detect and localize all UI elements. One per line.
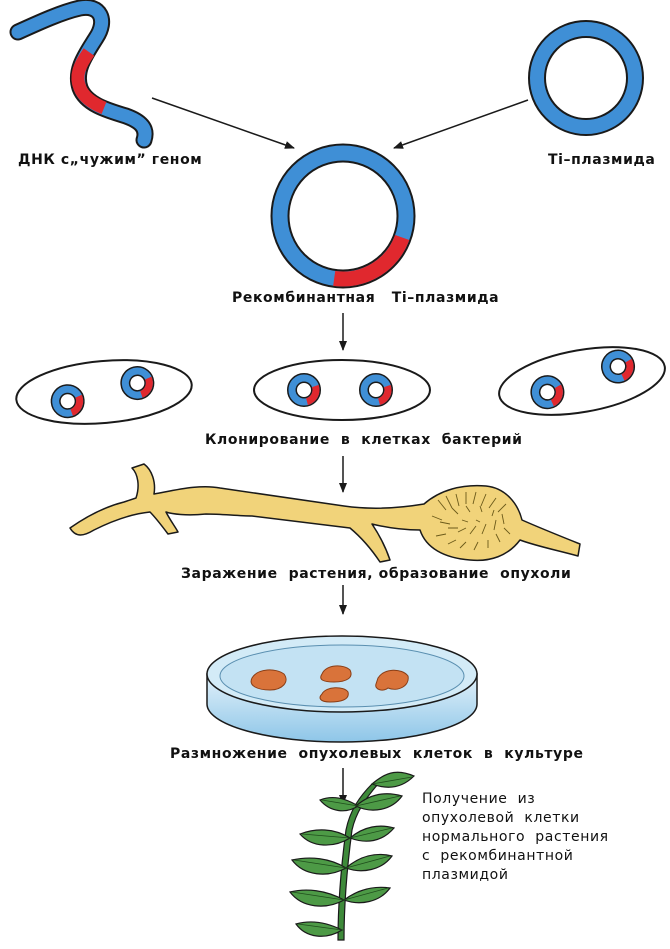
plant-label-line: Получение из <box>422 790 622 809</box>
arrow-dna-to-recombinant <box>152 98 294 148</box>
ti-plasmid-label: Ti–плазмида <box>548 152 655 168</box>
bacterium-cell <box>254 360 430 420</box>
inserted-gene-segment <box>334 238 402 280</box>
cloning-label: Клонирование в клетках бактерий <box>205 432 523 448</box>
plant-label-line: опухолевой клетки <box>422 809 622 828</box>
recombinant-plasmid <box>280 153 406 279</box>
dna-strand <box>18 7 145 140</box>
bacterium-cell <box>494 336 670 426</box>
bacterium-cell <box>14 353 195 430</box>
dna-label: ДНК с„чужим” геном <box>18 152 202 168</box>
plant-stem-with-tumor <box>70 464 580 562</box>
plant-label-line: плазмидой <box>422 866 622 885</box>
culture-label: Размножение опухолевых клеток в культуре <box>170 746 584 762</box>
plant-label-line: с рекомбинантной <box>422 847 622 866</box>
plant-label-line: нормального растения <box>422 828 622 847</box>
infection-label: Заражение растения, образование опухоли <box>181 566 571 582</box>
petri-dish <box>207 636 477 742</box>
foreign-gene-segment <box>78 52 104 108</box>
ti-plasmid <box>537 29 635 127</box>
regenerated-plant <box>290 772 414 940</box>
recombinant-plasmid-label: Рекомбинантная Ti–плазмида <box>232 290 499 306</box>
plant-regeneration-label: Получение из опухолевой клетки нормально… <box>422 790 622 885</box>
arrow-ti-to-recombinant <box>394 100 528 148</box>
